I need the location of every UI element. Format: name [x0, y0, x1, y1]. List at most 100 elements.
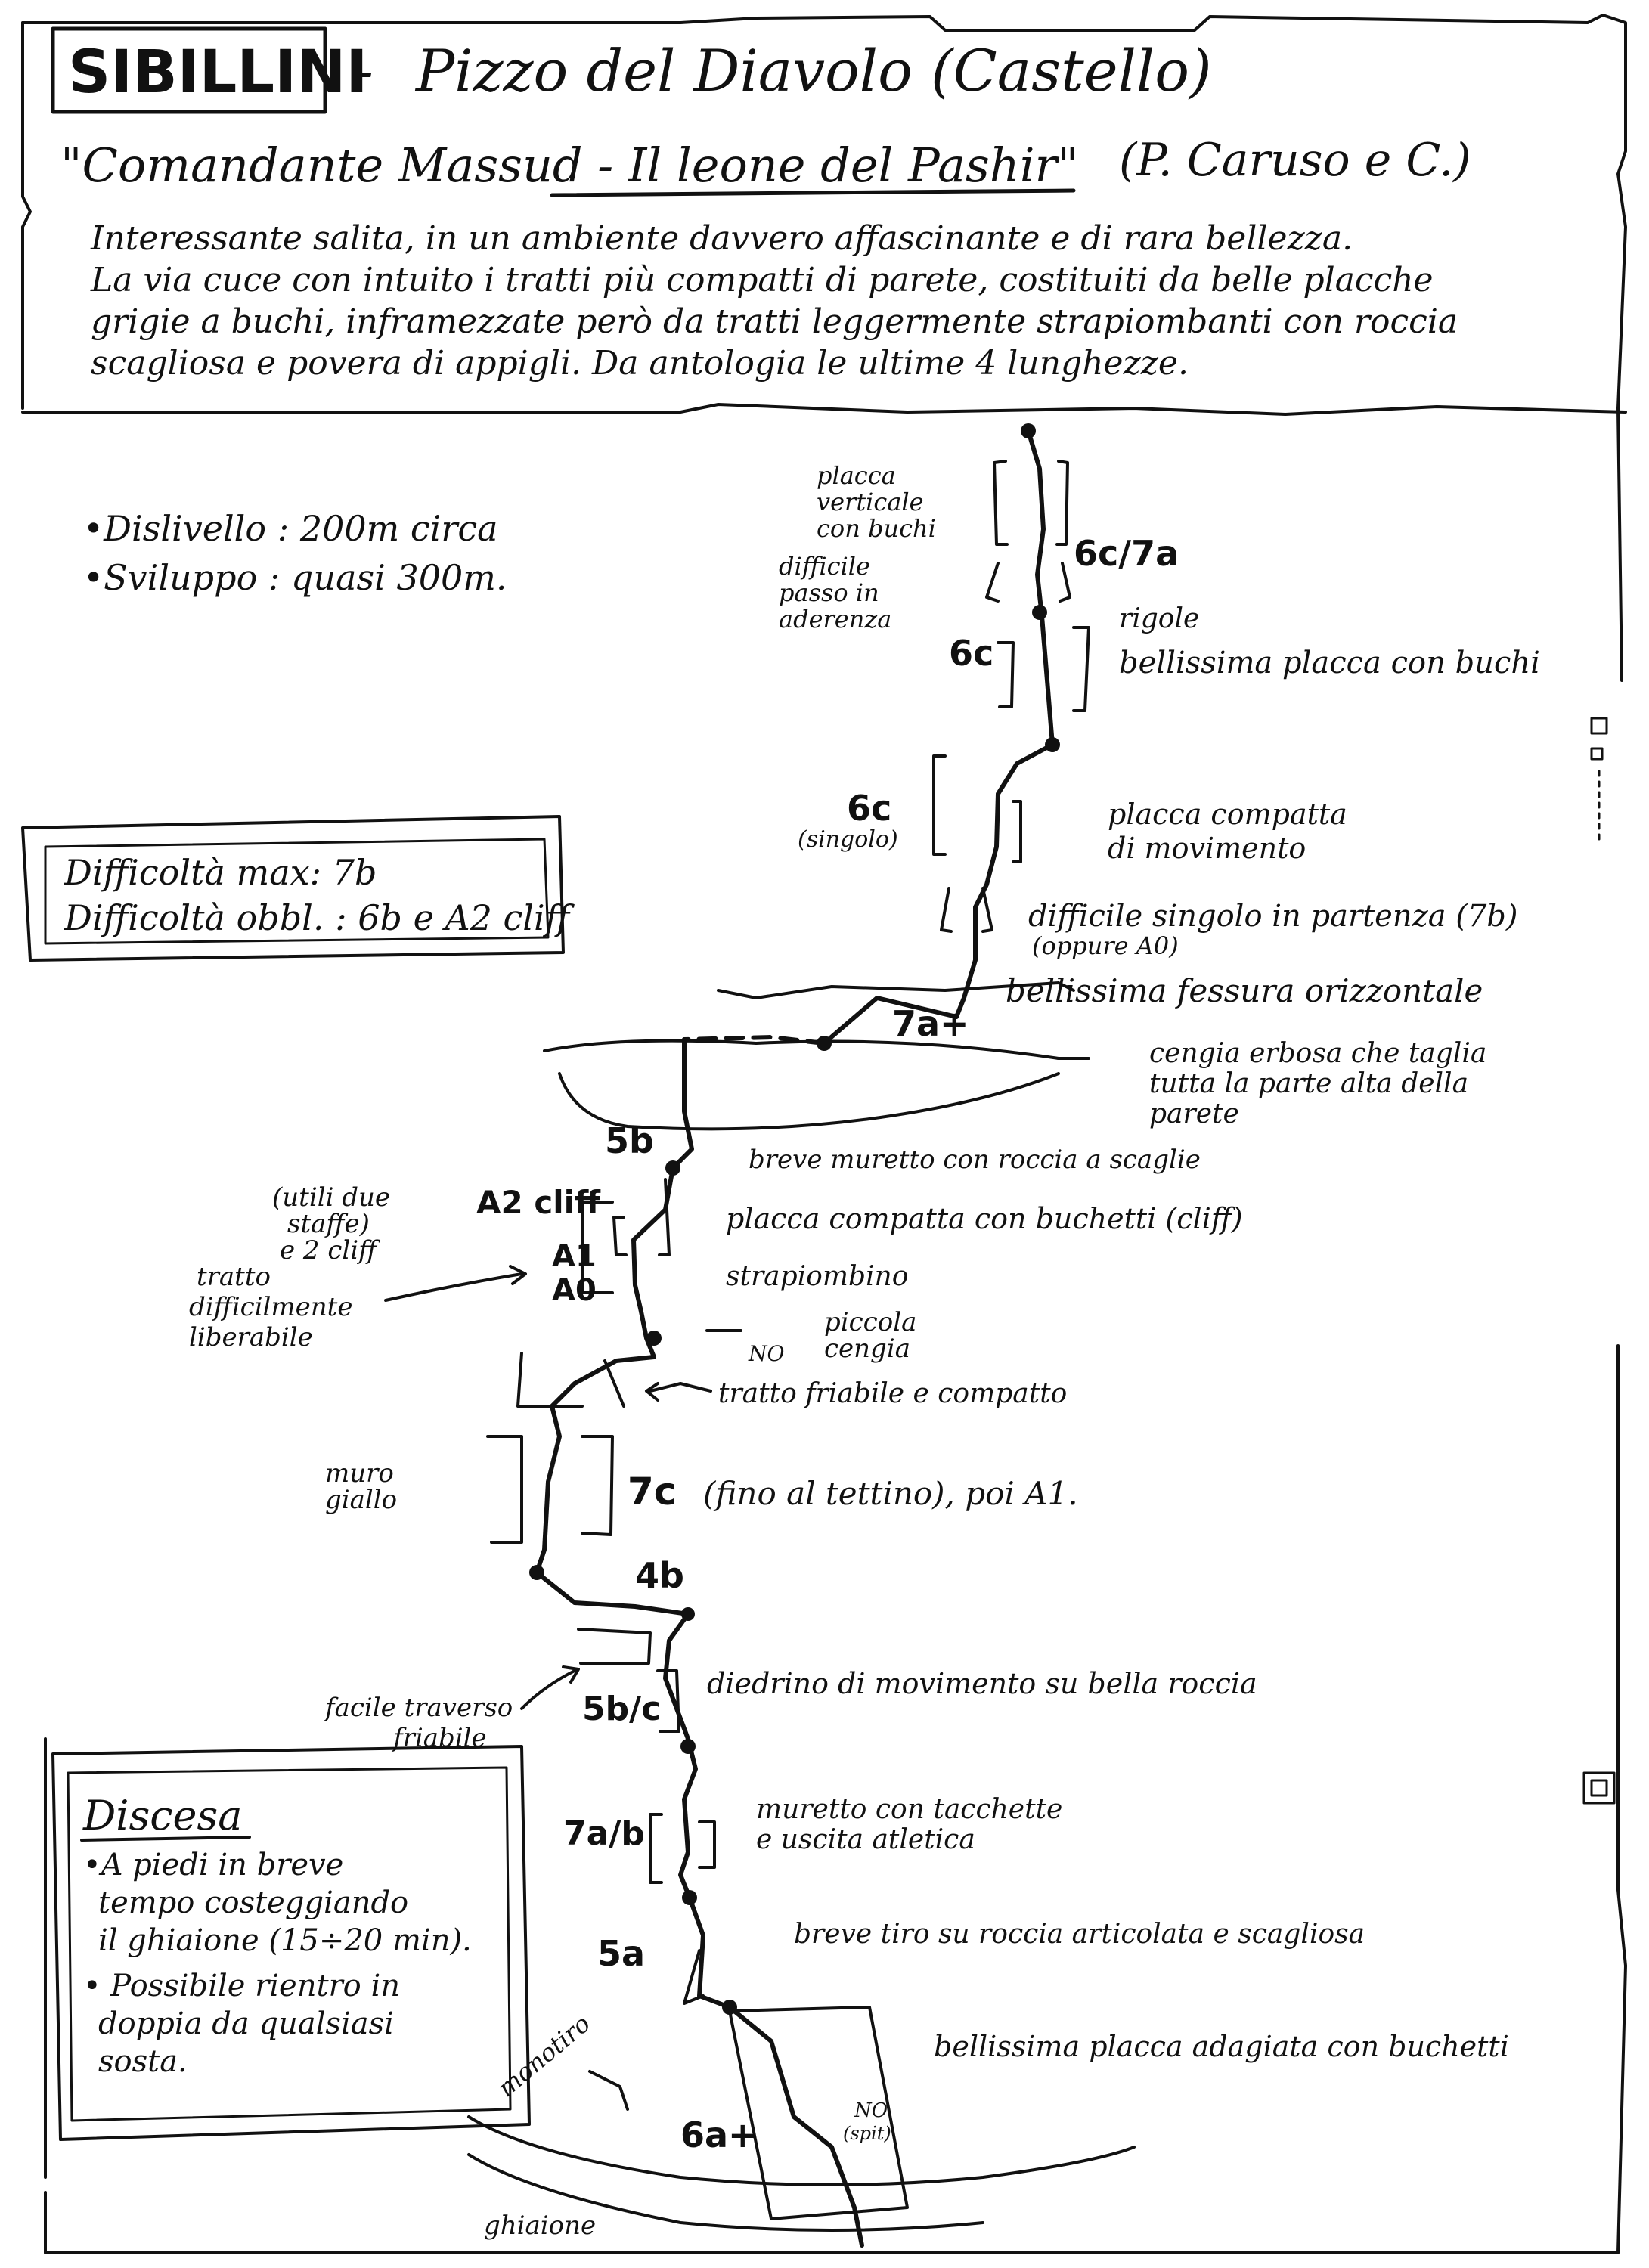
belay-station [1032, 605, 1047, 620]
pitch-note-left: aderenza [779, 605, 891, 634]
pitch-no-marker: NO [854, 2099, 888, 2122]
pitch-note-left: staffe) [287, 1209, 370, 1239]
page-frame [21, 14, 1627, 2254]
belay-station [529, 1565, 544, 1580]
region-title: SIBILLINI [68, 39, 367, 107]
pitch-note-right: cengia [824, 1334, 910, 1364]
pitch-note-right: (oppure A0) [1032, 931, 1179, 960]
pitch-grade: 7a+ [892, 1003, 969, 1044]
pitch-note-right: tutta la parte alta della [1149, 1068, 1468, 1099]
pitch-note-right: bellissima placca con buchi [1119, 646, 1540, 680]
pitch-grade: 7a/b [563, 1814, 645, 1853]
pitch-note-left: monotiro [492, 2009, 596, 2102]
ledges [467, 981, 1136, 2232]
description-line: Interessante salita, in un ambiente davv… [90, 219, 1353, 258]
pitch-grade: 5b/c [582, 1690, 661, 1728]
pitch-note-right: parete [1149, 1098, 1239, 1129]
pitch-note-left: muro [325, 1458, 394, 1489]
belay-station [817, 1036, 832, 1051]
pitch-note-left: placca [817, 461, 896, 490]
pitch-note-left: con buchi [817, 514, 936, 543]
pitch-grade: 5b [605, 1120, 654, 1161]
pitch-note-left: difficilmente [189, 1292, 352, 1322]
belay-station [646, 1331, 662, 1346]
rock-features [486, 460, 1090, 2220]
header: SIBILLINI - Pizzo del Diavolo (Castello)… [51, 26, 1471, 197]
descent-item: doppia da qualsiasi [98, 2006, 394, 2041]
stat-sviluppo: •Sviluppo : quasi 300m. [83, 557, 507, 598]
pitch-note-right: diedrino di movimento su bella roccia [707, 1667, 1257, 1700]
route-name: "Comandante Massud - Il leone del Pashir… [60, 138, 1079, 193]
frame-decorations [1582, 717, 1616, 1805]
descent-title-underline [80, 1836, 251, 1842]
peak-title: Pizzo del Diavolo (Castello) [414, 37, 1212, 104]
belay-station [682, 1890, 697, 1905]
pitch-note-right: di movimento [1108, 832, 1306, 865]
descent-item: • Possibile rientro in [83, 1969, 400, 2003]
section-divider [21, 403, 1627, 416]
belay-station [665, 1160, 680, 1176]
pitch-grade: 6c [949, 633, 993, 674]
pitch-note-left: (utili due [272, 1182, 390, 1213]
pitch-note-left: giallo [325, 1485, 397, 1515]
descent-item: il ghiaione (15÷20 min). [98, 1923, 472, 1958]
difficulty-box: Difficoltà max: 7b Difficoltà obbl. : 6b… [21, 815, 575, 962]
pitch-note-left: difficile [779, 552, 870, 581]
pitch-note-right: placca compatta [1108, 798, 1347, 831]
description-line: scagliosa e povera di appigli. Da antolo… [91, 344, 1189, 383]
pitch-note-right: strapiombino [726, 1261, 908, 1292]
stats: •Dislivello : 200m circa •Sviluppo : qua… [83, 508, 507, 598]
header-separator: - [355, 40, 374, 102]
pitch-note-right: difficile singolo in partenza (7b) [1028, 899, 1518, 934]
pitch-note-right: cengia erbosa che taglia [1149, 1038, 1486, 1069]
pitch-note-right: e uscita atletica [756, 1824, 975, 1855]
pitch-note-right: tratto friabile e compatto [718, 1378, 1067, 1409]
description-line: grigie a buchi, inframezzate però da tra… [91, 302, 1458, 341]
route-name-underline [550, 188, 1076, 197]
pitch-grade: 6c/7a [1074, 533, 1179, 574]
pitch-grades: 6c/7a 6c 6c (singolo) 7a+ 5b A2 cliff A1… [476, 533, 1179, 2155]
pitch-grade: 6a+ [680, 2115, 758, 2155]
region-box [51, 26, 327, 114]
route-authors: (P. Caruso e C.) [1119, 134, 1471, 187]
pitch-note-left: liberabile [189, 1322, 313, 1352]
pitch-note-left: tratto [197, 1262, 271, 1292]
pitch-note-right: (fino al tettino), poi A1. [703, 1475, 1078, 1512]
pitch-grade: A1 [552, 1239, 597, 1274]
difficulty-max: Difficoltà max: 7b [64, 852, 377, 893]
pitch-note-right: placca compatta con buchetti (cliff) [726, 1202, 1243, 1235]
pitch-no-marker: NO [748, 1341, 785, 1366]
belay-station [681, 1607, 695, 1621]
descent-item: sosta. [98, 2044, 188, 2079]
pitch-note-left: passo in [779, 578, 879, 607]
pitch-grade: 7c [628, 1470, 676, 1514]
pitch-grade: A0 [552, 1273, 597, 1308]
descent-item: •A piedi in breve [83, 1848, 343, 1882]
pitch-note-left: verticale [817, 488, 924, 516]
pitch-grade: A2 cliff [476, 1184, 601, 1221]
right-annotations: rigole bellissima placca con buchi placc… [703, 603, 1540, 2063]
difficulty-obbl: Difficoltà obbl. : 6b e A2 cliff [64, 897, 575, 938]
pitch-grade: 5a [597, 1933, 645, 1974]
pitch-grade: 4b [635, 1555, 684, 1596]
pitch-no-marker: (spit) [843, 2123, 891, 2144]
pitch-note-left: facile traverso [323, 1693, 513, 1723]
pitch-note-right: breve muretto con roccia a scaglie [749, 1145, 1201, 1175]
stat-dislivello: •Dislivello : 200m circa [83, 508, 498, 549]
base-label: ghiaione [484, 2211, 596, 2241]
pitch-note-right: breve tiro su roccia articolata e scagli… [794, 1919, 1365, 1950]
pitch-note-left: friabile [391, 1723, 487, 1753]
pitch-grade: 6c [847, 788, 891, 829]
pitch-note-right: bellissima fessura orizzontale [1006, 972, 1483, 1009]
pitch-note-left: e 2 cliff [280, 1235, 380, 1266]
belay-station [680, 1739, 696, 1754]
description: Interessante salita, in un ambiente davv… [90, 219, 1458, 383]
pitch-note-right: muretto con tacchette [756, 1794, 1062, 1825]
pitch-note-right: bellissima placca adagiata con buchetti [934, 2030, 1509, 2063]
pitch-grade-sub: (singolo) [798, 826, 898, 853]
description-line: La via cuce con intuito i tratti più com… [90, 261, 1434, 299]
belay-station [1021, 423, 1036, 438]
descent-title: Discesa [82, 1792, 242, 1839]
belay-station [1045, 737, 1060, 752]
belay-stations [529, 423, 1060, 2015]
